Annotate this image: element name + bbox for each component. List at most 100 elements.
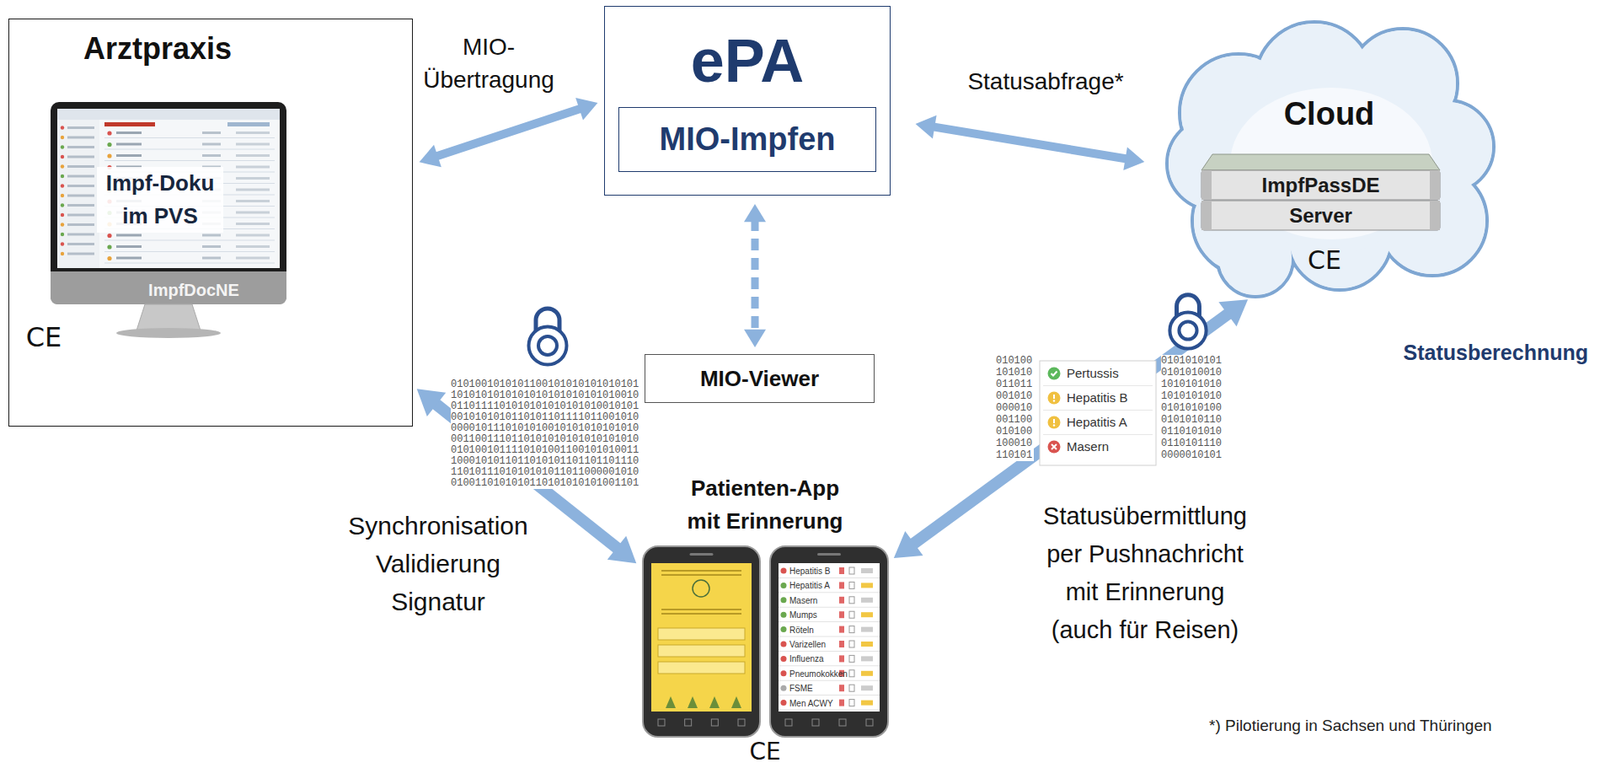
table-cell bbox=[235, 143, 270, 146]
app-list-item: Röteln bbox=[789, 624, 814, 634]
app-list-item: Mumps bbox=[789, 610, 818, 620]
app-node: Patienten-App mit Erinnerung bbox=[640, 471, 890, 742]
list-icon bbox=[839, 654, 845, 662]
table-cell bbox=[235, 188, 270, 192]
document-line bbox=[661, 608, 742, 611]
document-field bbox=[658, 644, 745, 657]
monitor-chin bbox=[50, 271, 287, 282]
screen-sidebar bbox=[57, 119, 100, 268]
list-icon bbox=[849, 669, 855, 677]
node-text: Arztpraxis bbox=[9, 19, 413, 66]
vaccine-status: Hepatitis A bbox=[1066, 414, 1128, 429]
phone-screen bbox=[651, 562, 752, 712]
sidebar-dot bbox=[60, 183, 65, 188]
list-icon bbox=[839, 581, 845, 589]
arrowhead bbox=[419, 144, 442, 168]
phone-nav-icon bbox=[684, 718, 692, 726]
phone-nav-icon bbox=[812, 718, 819, 726]
screen-header bbox=[104, 122, 156, 127]
status-icon bbox=[1048, 440, 1061, 454]
arrowhead bbox=[417, 388, 447, 417]
arrowhead bbox=[743, 203, 766, 222]
table-line bbox=[104, 262, 275, 264]
document-field bbox=[658, 661, 745, 674]
list-line bbox=[778, 620, 880, 623]
screen-header bbox=[227, 122, 270, 127]
vaccine-status: Masern bbox=[1066, 438, 1109, 454]
sidebar-item bbox=[67, 145, 95, 149]
ce-mark: CE bbox=[26, 323, 63, 351]
status-dot bbox=[781, 596, 787, 603]
table-line bbox=[104, 251, 275, 252]
sidebar-dot bbox=[60, 222, 65, 226]
table-cell bbox=[202, 154, 221, 157]
sidebar-item bbox=[67, 242, 95, 246]
sidebar-dot bbox=[60, 241, 65, 246]
table-line bbox=[104, 149, 275, 150]
connector-arrow bbox=[915, 115, 1146, 171]
table-cell bbox=[235, 131, 270, 134]
status-icon-mark bbox=[1053, 399, 1055, 402]
phone-body bbox=[642, 545, 760, 737]
list-icon bbox=[849, 581, 855, 589]
list-line bbox=[778, 650, 880, 653]
emblem bbox=[692, 579, 710, 597]
status-dot bbox=[781, 699, 787, 706]
sidebar-item bbox=[67, 136, 95, 140]
screen-toolbar bbox=[57, 108, 280, 120]
sidebar-dot bbox=[60, 174, 65, 178]
status-dot bbox=[781, 582, 787, 589]
connector-line bbox=[751, 219, 760, 332]
status-icon-mark bbox=[1053, 423, 1055, 426]
list-icon bbox=[839, 567, 845, 574]
connector-line bbox=[931, 126, 1129, 160]
list-line bbox=[778, 679, 880, 681]
list-icon bbox=[849, 596, 855, 604]
table-cell bbox=[235, 165, 270, 169]
ce-mark: CE bbox=[1307, 247, 1342, 273]
list-line bbox=[778, 605, 880, 608]
arrowhead bbox=[1218, 299, 1248, 327]
list-icon bbox=[849, 610, 855, 618]
node-text: ePA bbox=[604, 6, 890, 91]
list-icon bbox=[849, 640, 855, 648]
sidebar-item bbox=[67, 203, 95, 207]
status-icon-mark bbox=[1053, 418, 1055, 423]
list-icon bbox=[861, 684, 873, 691]
table-cell bbox=[235, 199, 270, 203]
arrowhead bbox=[575, 97, 598, 121]
list-icon bbox=[861, 567, 873, 573]
edge-label: MIO- Übertragung bbox=[415, 30, 563, 97]
status-dot bbox=[107, 130, 112, 135]
sidebar-item bbox=[67, 165, 95, 168]
status-dot bbox=[107, 256, 112, 261]
status-dot bbox=[781, 669, 787, 676]
binary-data: 0101010101 0101010010 1010101010 1010101… bbox=[1161, 354, 1224, 461]
list-line bbox=[778, 694, 880, 696]
list-icon bbox=[839, 610, 845, 618]
sidebar-dot bbox=[60, 164, 65, 168]
app-list-item: Men ACWY bbox=[789, 697, 834, 707]
edge-label: Synchronisation Validierung Signatur bbox=[335, 506, 542, 621]
viewer-box: MIO-Viewer bbox=[644, 353, 875, 403]
sidebar-dot bbox=[60, 232, 65, 236]
table-cell bbox=[235, 211, 270, 215]
status-icon-mark bbox=[1051, 444, 1057, 450]
status-icon bbox=[1048, 367, 1061, 380]
status-panel bbox=[1039, 360, 1156, 466]
epa-box: ePAMIO-Impfen bbox=[604, 5, 891, 196]
table-cell bbox=[202, 245, 221, 248]
server-box: ImpfPassDE Server bbox=[1200, 153, 1441, 231]
node-text: ImpfPassDE Server bbox=[1249, 170, 1393, 231]
lock-body bbox=[529, 326, 568, 365]
document-icon bbox=[665, 695, 676, 708]
phone-body bbox=[770, 545, 889, 737]
document-line bbox=[661, 569, 742, 572]
server-handle bbox=[1429, 170, 1440, 200]
status-icon-mark bbox=[1053, 394, 1055, 399]
table-cell bbox=[235, 234, 270, 237]
table-cell bbox=[202, 131, 221, 134]
binary-data: 010100 101010 011011 001010 000010 00110… bbox=[995, 354, 1034, 461]
document-line bbox=[661, 573, 742, 576]
